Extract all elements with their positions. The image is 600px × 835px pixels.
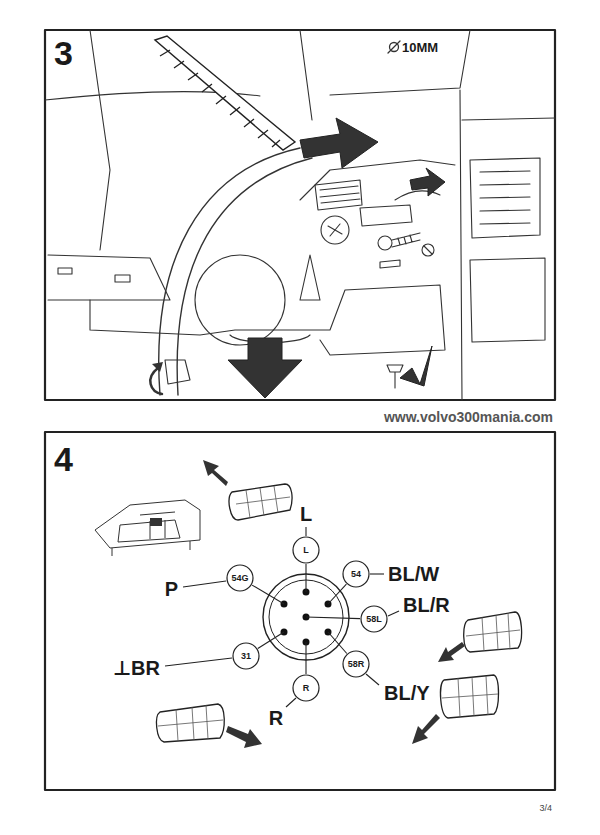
pin-number: 58L bbox=[360, 615, 388, 624]
wire-color: ⊥BR bbox=[113, 658, 160, 678]
pin-circle: 58L bbox=[360, 605, 388, 633]
removal-arrow bbox=[203, 460, 465, 748]
plug bbox=[150, 518, 162, 526]
pin-leader bbox=[252, 564, 360, 674]
wire-color: BL/W bbox=[388, 564, 439, 584]
wire-color: BL/R bbox=[403, 595, 450, 615]
pin-circle: R bbox=[292, 674, 320, 702]
pin-circle-outline bbox=[233, 643, 259, 669]
wire-color: BL/Y bbox=[384, 683, 430, 703]
direction-arrow bbox=[228, 118, 445, 398]
lamp-grid bbox=[158, 486, 520, 741]
pin-circle-outline bbox=[293, 675, 319, 701]
panel-frame bbox=[45, 432, 555, 790]
pin-circle-outline bbox=[293, 537, 319, 563]
pin-circle: 54 bbox=[342, 560, 370, 588]
pin-number: L bbox=[292, 546, 320, 555]
rotation-arrow bbox=[150, 368, 162, 394]
pin-circle-outline bbox=[227, 565, 253, 591]
pin-circle: L bbox=[292, 536, 320, 564]
car-sketch bbox=[95, 500, 200, 556]
panel-number: 4 bbox=[54, 442, 73, 476]
pin-circle: 58R bbox=[342, 650, 370, 678]
pin-number: 54 bbox=[342, 570, 370, 579]
panel-frame bbox=[45, 30, 555, 400]
pin-number: 54G bbox=[226, 574, 254, 583]
wire-color: P bbox=[165, 579, 178, 599]
pin-circle-outline bbox=[361, 606, 387, 632]
wire-color: L bbox=[300, 504, 312, 524]
wire-color: R bbox=[269, 708, 283, 728]
watermark: www.volvo300mania.com bbox=[384, 410, 553, 424]
pin-circle: 31 bbox=[232, 642, 260, 670]
pin-circle-outline bbox=[343, 561, 369, 587]
dashboard-drawing bbox=[45, 30, 555, 400]
steering-column bbox=[155, 36, 295, 150]
panel-number: 3 bbox=[54, 36, 73, 70]
pin-circle-outline bbox=[343, 651, 369, 677]
pin-number: 31 bbox=[232, 652, 260, 661]
lamp-unit bbox=[157, 484, 522, 742]
pin-number: 58R bbox=[342, 660, 370, 669]
wrench-size: 10MM bbox=[402, 41, 438, 54]
wire-leader bbox=[165, 527, 399, 707]
rotation-arrowhead bbox=[152, 362, 163, 372]
pin-number: R bbox=[292, 684, 320, 693]
pin-circle: 54G bbox=[226, 564, 254, 592]
page-number: 3/4 bbox=[539, 804, 552, 813]
